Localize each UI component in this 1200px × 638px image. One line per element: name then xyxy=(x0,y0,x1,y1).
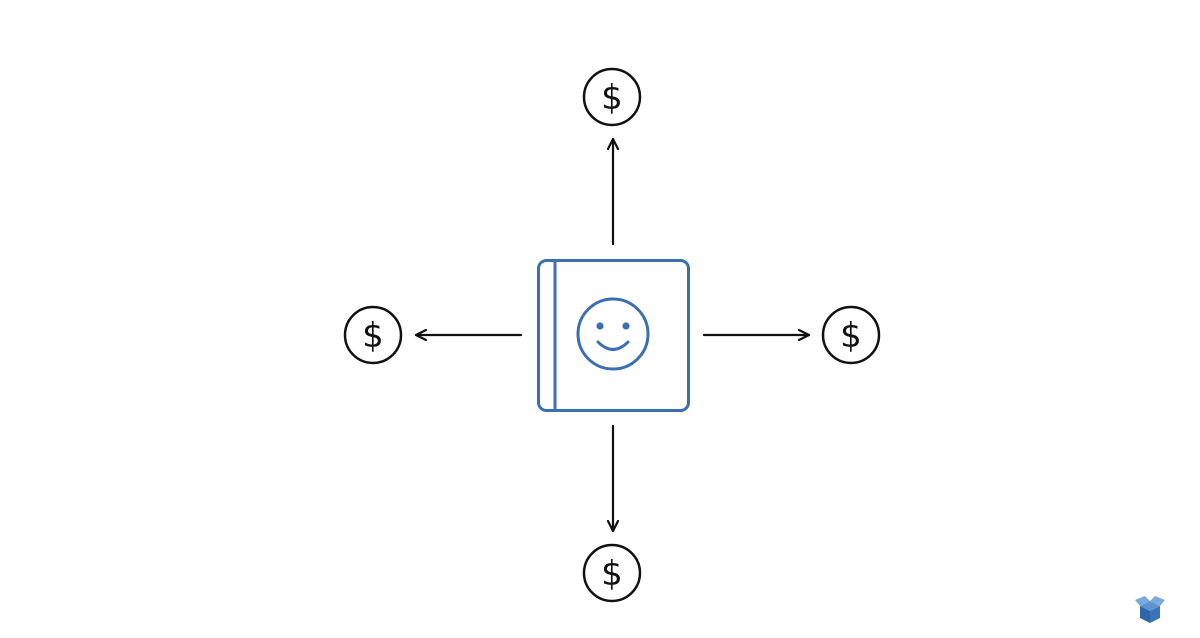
dollar-symbol: $ xyxy=(840,316,862,356)
dollar-coin-icon xyxy=(582,67,642,127)
dollar-coin-right: $ xyxy=(821,305,881,365)
dollar-coin-left: $ xyxy=(343,305,403,365)
dollar-symbol: $ xyxy=(601,78,623,118)
dollar-coin-top: $ xyxy=(582,67,642,127)
dollar-coin-icon xyxy=(582,543,642,603)
dollar-coin-icon xyxy=(821,305,881,365)
dollar-coin-icon xyxy=(343,305,403,365)
smiley-book-icon xyxy=(537,259,690,412)
dollar-symbol: $ xyxy=(601,554,623,594)
dollar-symbol: $ xyxy=(362,316,384,356)
box-logo-icon xyxy=(1135,596,1165,623)
dollar-coin-bottom: $ xyxy=(582,543,642,603)
smiley-face-icon xyxy=(576,297,650,371)
